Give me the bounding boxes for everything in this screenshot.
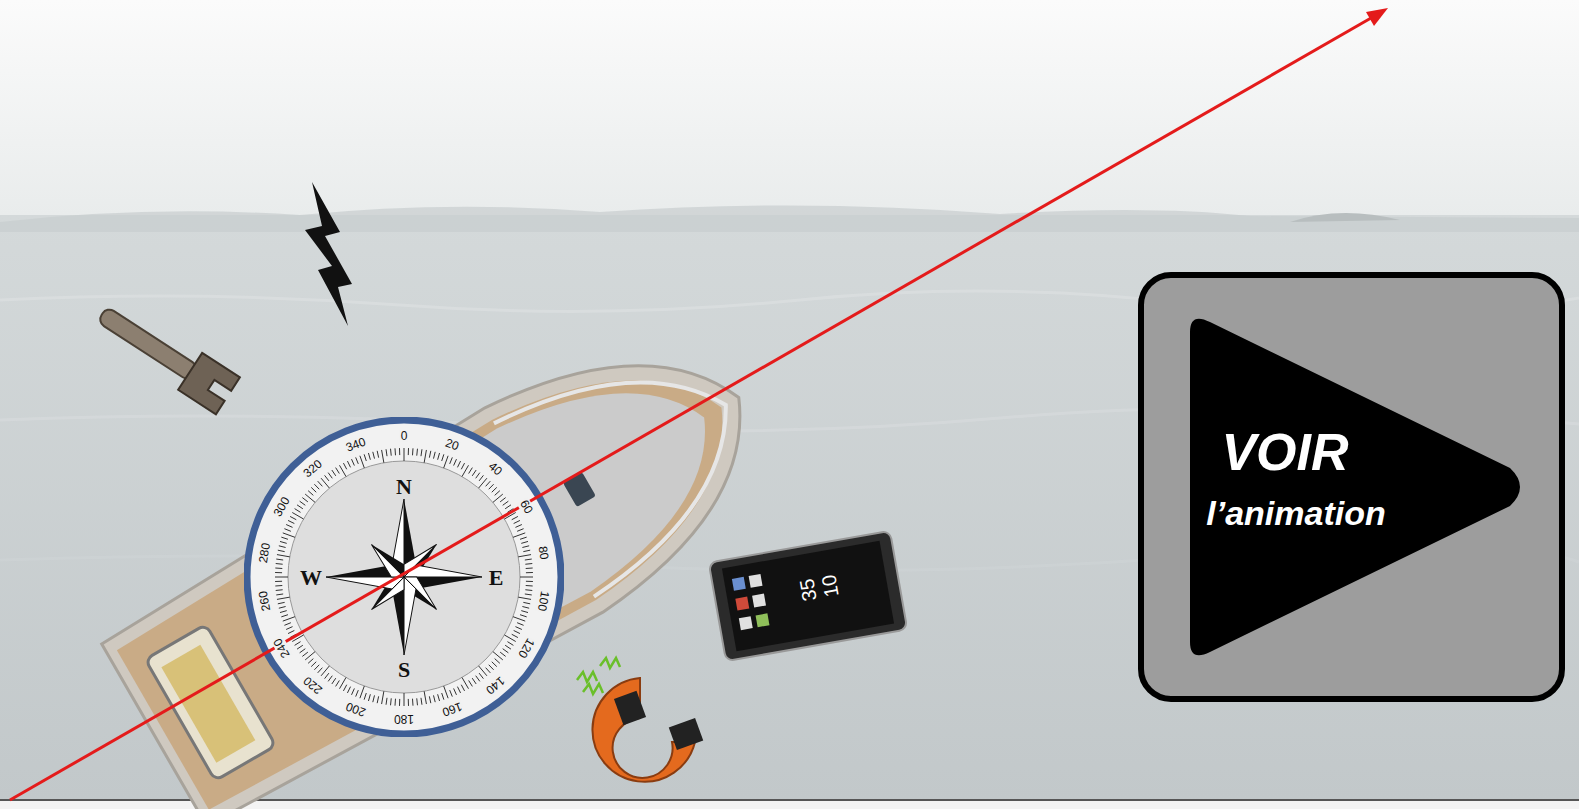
phone-clock: 10 [818, 573, 842, 598]
cardinal-letter: S [398, 657, 410, 683]
cardinal-letter: E [489, 565, 504, 591]
compass-face [244, 417, 564, 737]
button-text: VOIR [1221, 422, 1348, 482]
phone-clock: 35 [796, 577, 820, 602]
degree-number: 80 [535, 544, 550, 561]
button-text: l’animation [1206, 494, 1385, 533]
play-shape [1138, 272, 1565, 702]
cardinal-letter: W [300, 565, 322, 591]
degree-number: 0 [400, 430, 409, 443]
compass-dial: NESW020406080100120140160180200220240260… [244, 417, 564, 737]
cardinal-letter: N [396, 474, 412, 500]
degree-number: 100 [535, 590, 552, 614]
play-button: VOIR l’animation [1138, 272, 1565, 702]
degree-number: 180 [393, 712, 415, 725]
